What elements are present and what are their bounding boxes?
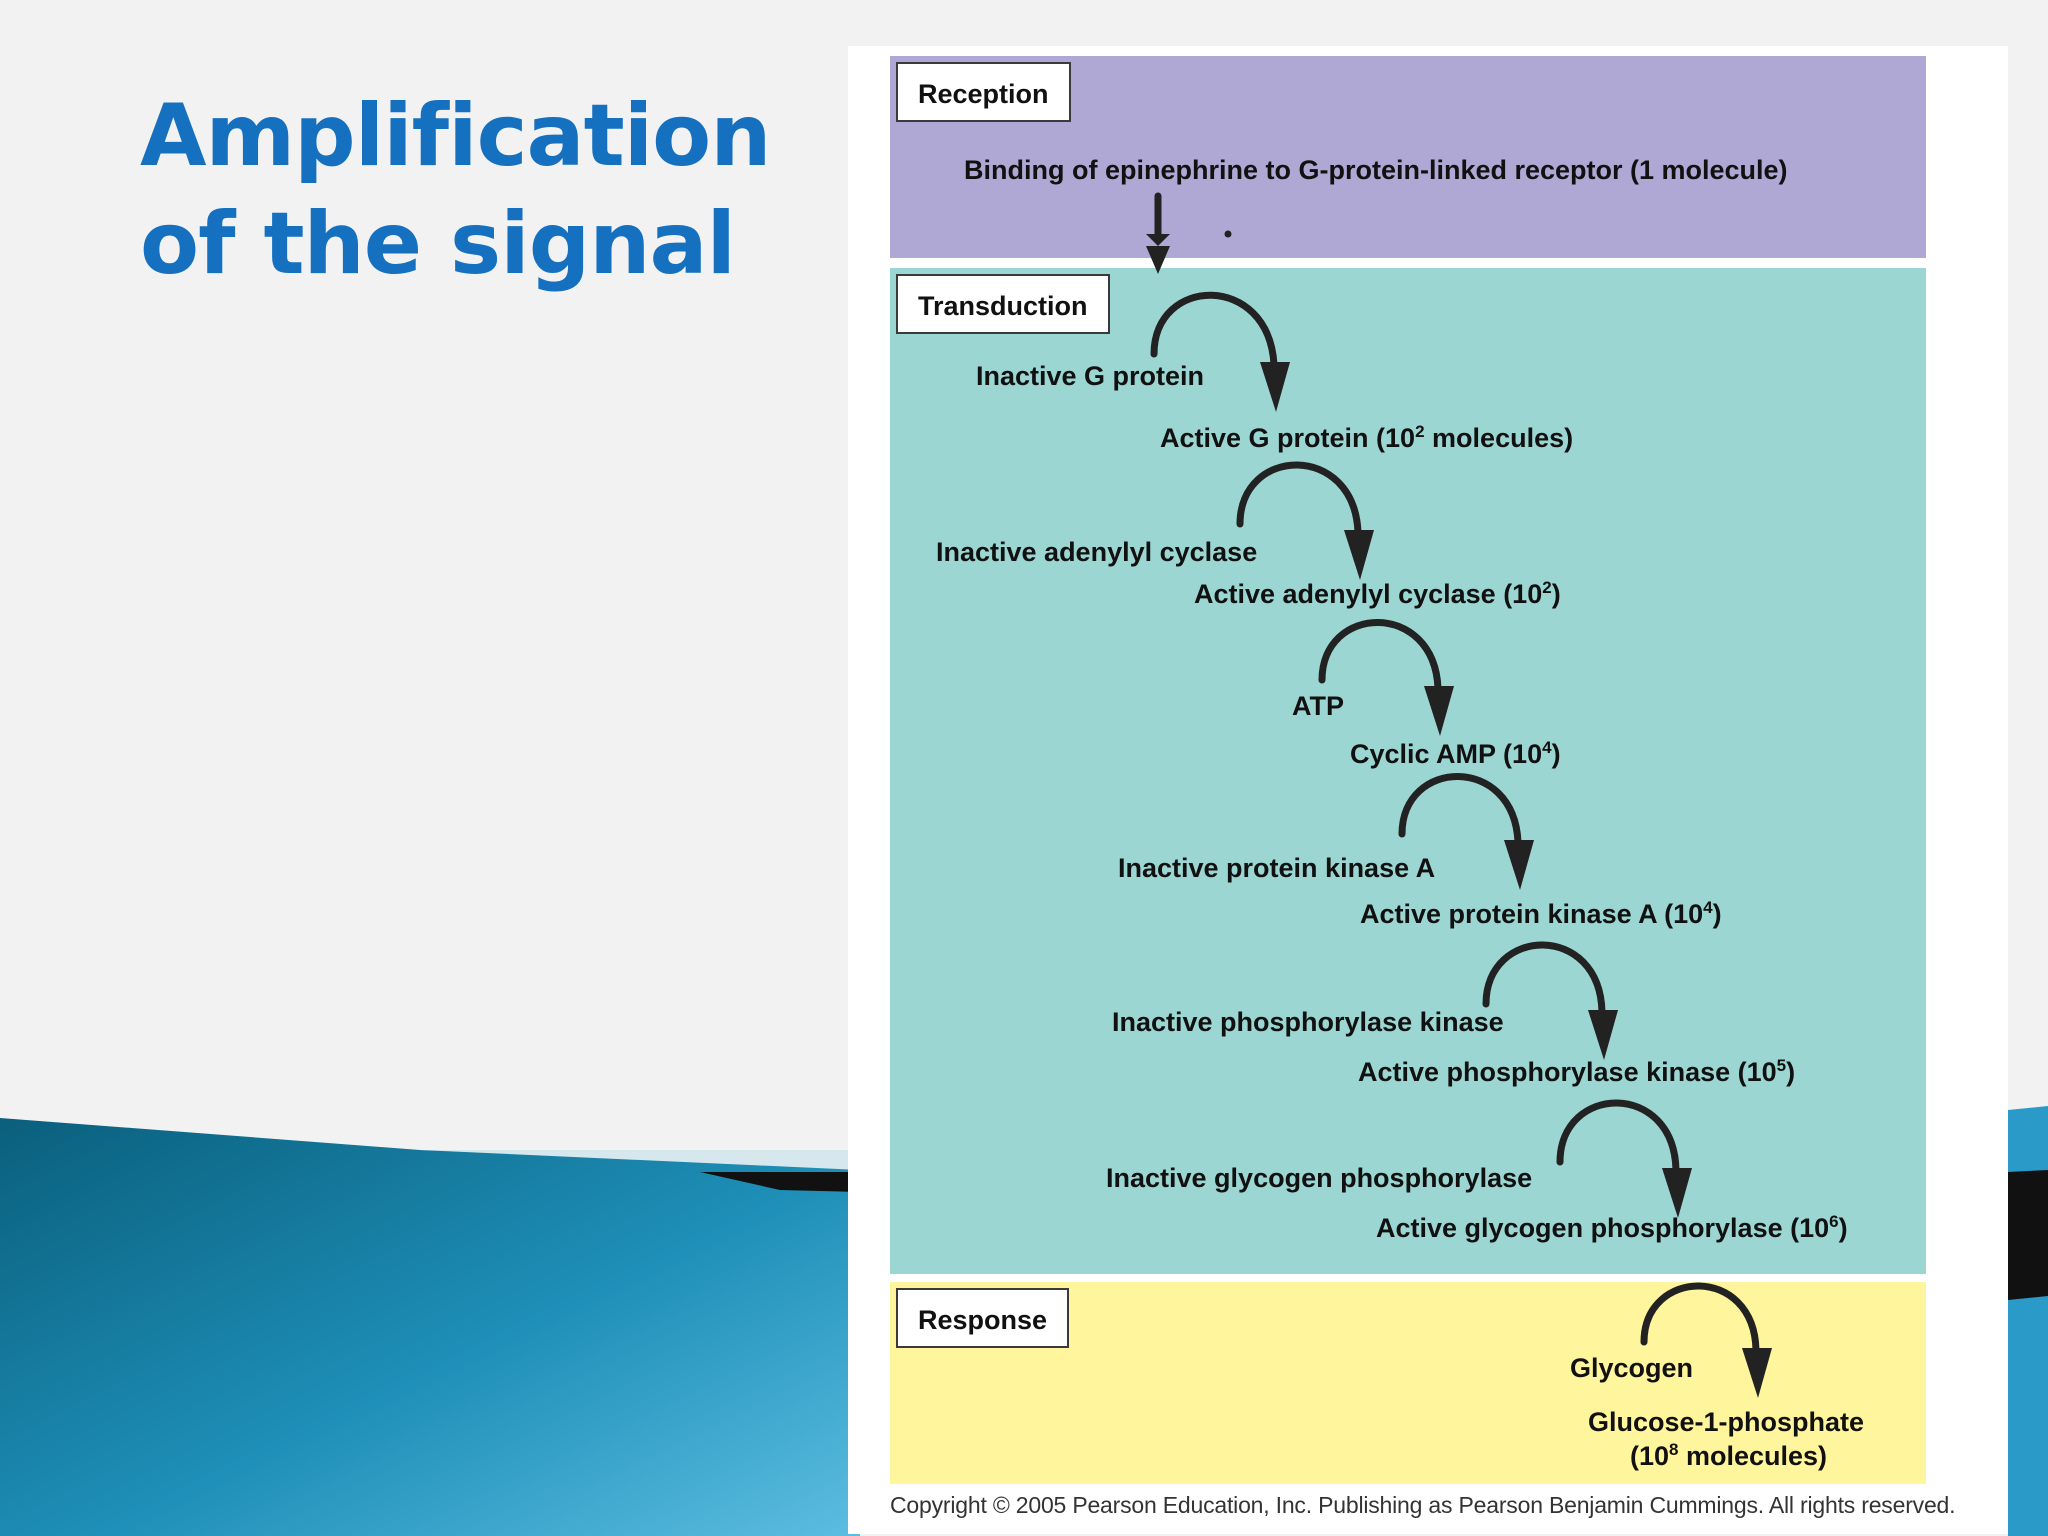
- inactive-phosphorylase-kinase-text: Inactive phosphorylase kinase: [1112, 1007, 1504, 1037]
- glucose-1-phosphate-count-text: (108 molecules): [1630, 1440, 1828, 1471]
- transduction-stage: Transduction Inactive G protein Active G…: [890, 268, 1926, 1274]
- inactive-glycogen-phosphorylase-text: Inactive glycogen phosphorylase: [1106, 1163, 1533, 1193]
- inactive-adenylyl-cyclase-text: Inactive adenylyl cyclase: [936, 537, 1258, 567]
- slide-title-line-1: Amplification: [140, 86, 771, 186]
- signal-amplification-figure: Reception Binding of epinephrine to G-pr…: [848, 46, 2008, 1534]
- response-label: Response: [896, 1288, 1070, 1348]
- response-stage: Response Glycogen Glucose-1-phosphate (1…: [890, 1282, 1926, 1484]
- inactive-g-protein-text: Inactive G protein: [976, 361, 1205, 391]
- active-glycogen-phosphorylase-text: Active glycogen phosphorylase (106): [1376, 1212, 1848, 1243]
- inactive-protein-kinase-a-text: Inactive protein kinase A: [1118, 853, 1436, 883]
- glucose-1-phosphate-text: Glucose-1-phosphate: [1588, 1407, 1865, 1437]
- binding-epinephrine-text: Binding of epinephrine to G-protein-link…: [964, 155, 1788, 185]
- transduction-label: Transduction: [896, 274, 1110, 334]
- copyright-text: Copyright © 2005 Pearson Education, Inc.…: [890, 1492, 1956, 1518]
- wave-dark-band-left: [700, 1172, 860, 1192]
- slide-title: Amplification of the signal: [140, 82, 771, 298]
- wave-left: [0, 1118, 860, 1536]
- reception-label: Reception: [896, 62, 1071, 122]
- active-adenylyl-cyclase-text: Active adenylyl cyclase (102): [1194, 578, 1561, 609]
- cyclic-amp-text: Cyclic AMP (104): [1350, 738, 1561, 769]
- reception-stage: Reception Binding of epinephrine to G-pr…: [890, 56, 1926, 258]
- wave-highlight: [420, 1150, 860, 1170]
- active-g-protein-text: Active G protein (102 molecules): [1160, 422, 1574, 453]
- slide-title-line-2: of the signal: [140, 194, 736, 294]
- active-phosphorylase-kinase-text: Active phosphorylase kinase (105): [1358, 1056, 1796, 1087]
- glycogen-text: Glycogen: [1570, 1353, 1694, 1383]
- active-protein-kinase-a-text: Active protein kinase A (104): [1360, 898, 1722, 929]
- atp-text: ATP: [1292, 691, 1344, 721]
- wave-dark-band-right: [2008, 1170, 2048, 1300]
